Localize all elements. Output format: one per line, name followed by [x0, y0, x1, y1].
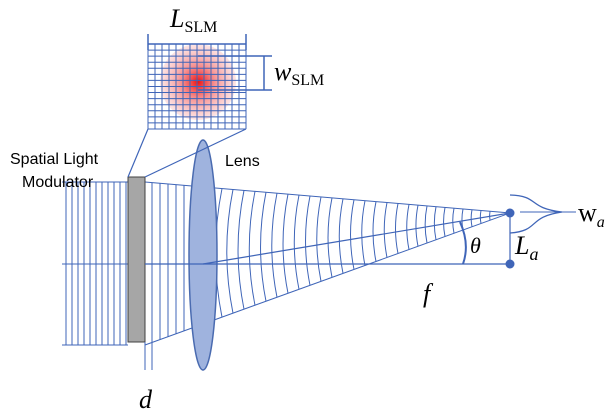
axis-point: [505, 259, 515, 269]
converging-wavefront: [406, 204, 410, 250]
pixel-width-dimension: [198, 55, 272, 91]
chief-ray: [202, 212, 511, 265]
label-focal-length: f: [423, 279, 434, 308]
converging-wavefront: [260, 192, 267, 302]
converging-wavefront: [424, 205, 428, 244]
converging-wavefront: [443, 207, 446, 237]
label-offset: La: [514, 231, 538, 264]
lens-shape: [188, 139, 218, 371]
converging-wavefront: [361, 200, 366, 266]
label-lens: Lens: [225, 153, 260, 170]
zoom-line-right: [144, 128, 247, 178]
converging-wavefront: [415, 205, 419, 247]
converging-wavefront: [282, 194, 289, 294]
converging-wavefront: [226, 189, 234, 314]
label-gap: d: [139, 385, 153, 414]
converging-wavefront: [383, 202, 388, 258]
modulated-wavefronts: [151, 182, 193, 343]
spot-profile-curve: [509, 194, 563, 234]
intensity-spot: [160, 44, 236, 120]
focus-point: [505, 208, 515, 218]
slm-panel: [127, 176, 146, 343]
angle-arc: [459, 221, 467, 265]
converging-wavefront: [237, 190, 245, 310]
label-pixel-width: wSLM: [274, 57, 324, 89]
converging-wavefront: [305, 195, 311, 286]
label-spot-width: wa: [578, 198, 605, 231]
converging-wavefront: [470, 209, 473, 227]
label-slm-width: LSLM: [169, 4, 217, 36]
converging-wavefronts: [215, 188, 491, 318]
converging-wavefront: [479, 210, 482, 224]
converging-wavefront: [372, 201, 377, 262]
converging-wavefront: [271, 193, 278, 298]
label-slm-line1: Spatial Light: [10, 151, 99, 168]
label-slm-line2: Modulator: [22, 174, 94, 191]
converging-wavefront: [316, 196, 322, 282]
label-angle: θ: [470, 233, 481, 258]
converging-wavefront: [394, 203, 399, 254]
converging-wavefront: [350, 199, 355, 270]
slm-width-dimension: [147, 34, 247, 50]
converging-wavefront: [248, 191, 256, 306]
converging-wavefront: [338, 198, 344, 274]
slm-pixel-grid: [147, 43, 247, 130]
converging-wavefront: [452, 208, 455, 234]
converging-wavefront: [433, 206, 437, 240]
converging-wavefront: [293, 194, 300, 290]
zoom-line-left: [127, 128, 149, 178]
converging-wavefront: [327, 197, 333, 278]
